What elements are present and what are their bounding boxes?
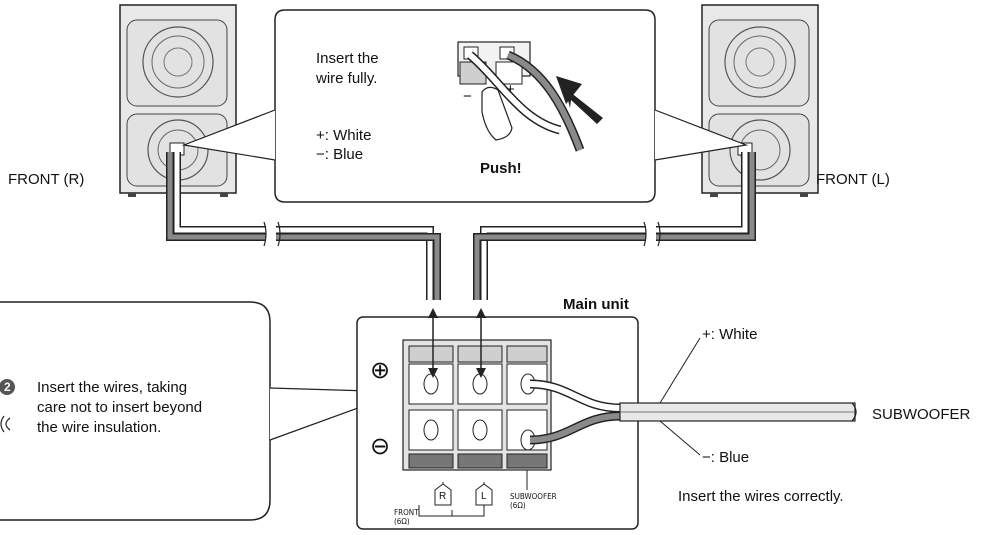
label-main-unit: Main unit: [563, 296, 629, 313]
label-plus-white: +: White: [702, 326, 758, 343]
label-insert-correctly: Insert the wires correctly.: [678, 488, 844, 505]
front-terminal-impedance: (6Ω): [394, 517, 410, 526]
main-unit-terminal-panel: [356, 308, 639, 530]
callout-minus-sign: −: [463, 88, 472, 105]
wire-subwoofer: [529, 337, 857, 456]
speaker-front-left: [701, 4, 819, 197]
callout-text-line1: Insert the: [316, 50, 379, 67]
label-front-left: FRONT (L): [816, 171, 890, 188]
left-callout-line2: care not to insert beyond: [37, 399, 203, 416]
insert-arrows: [428, 308, 486, 378]
callout-text-line2: wire fully.: [316, 70, 378, 87]
minus-terminal-symbol: ⊖: [370, 433, 391, 460]
subwoofer-terminal-label: SUBWOOFER: [510, 492, 557, 501]
push-terminal-illustration: [457, 41, 603, 152]
callout-plus-sign: +: [506, 81, 515, 98]
wire-front-right: [166, 152, 441, 300]
plus-terminal-symbol: ⊕: [370, 357, 391, 384]
front-terminal-label: FRONT: [394, 508, 419, 517]
step-number-badge: 2: [4, 380, 11, 394]
terminal-l-label: L: [481, 491, 487, 502]
terminal-column-l: [457, 345, 503, 469]
terminal-r-label: R: [439, 491, 447, 502]
label-subwoofer: SUBWOOFER: [872, 406, 971, 423]
callout-push: Push!: [480, 160, 522, 177]
label-front-right: FRONT (R): [8, 171, 85, 188]
callout-plus-white: +: White: [316, 127, 372, 144]
left-callout-line1: Insert the wires, taking: [37, 379, 188, 396]
callout-insert-wire-fully: [181, 9, 749, 203]
subwoofer-terminal-impedance: (6Ω): [510, 501, 526, 510]
speaker-front-right: [119, 4, 237, 197]
wire-front-left: [473, 152, 756, 300]
left-callout-line3: the wire insulation.: [37, 419, 162, 436]
label-minus-blue: −: Blue: [702, 449, 750, 466]
callout-minus-blue: −: Blue: [316, 146, 364, 163]
front-rl-label-diagram: [418, 470, 528, 517]
